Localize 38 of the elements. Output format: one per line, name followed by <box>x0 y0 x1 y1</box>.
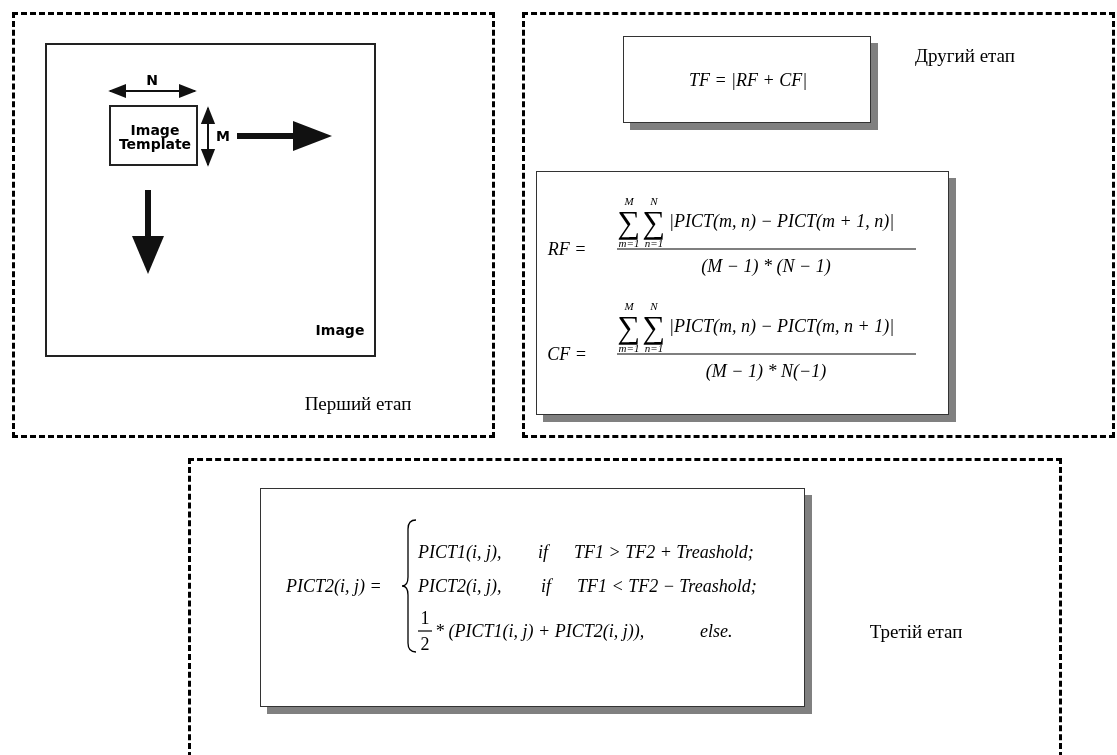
dashed-panel <box>188 458 1062 755</box>
sum-symbol: ∑ <box>642 311 666 343</box>
formula-term: PICT2(i, j), <box>418 577 502 595</box>
formula-term: |PICT(m, n) − PICT(m, n + 1)| <box>669 317 895 335</box>
formula-term: PICT1(i, j), <box>418 543 502 561</box>
formula-term: (M − 1) * (N − 1) <box>701 257 831 275</box>
formula-term: TF1 < TF2 − Treashold; <box>577 577 757 595</box>
formula-term: (M − 1) * N(−1) <box>705 362 827 380</box>
formula-term: 2 <box>420 635 430 653</box>
dimension-label: N <box>146 73 158 87</box>
formula-term: TF1 > TF2 + Treashold; <box>574 543 754 561</box>
sum-limit: N <box>650 195 658 207</box>
stage-title: Перший етап <box>304 393 412 413</box>
stage-title: Третій етап <box>869 621 963 641</box>
sum-symbol: ∑ <box>617 311 641 343</box>
formula-term: if <box>541 577 551 595</box>
image-label: Image <box>315 323 365 337</box>
formula-term: * (PICT1(i, j) + PICT2(i, j)), <box>435 622 645 640</box>
sum-symbol: ∑ <box>642 206 666 238</box>
dimension-label: M <box>216 129 230 143</box>
dashed-panel <box>522 12 1115 438</box>
formula-term: if <box>538 543 548 561</box>
formula-term: CF = <box>547 345 587 363</box>
sum-limit: M <box>624 195 634 207</box>
template-label: Image Template <box>117 123 193 151</box>
formula-term: else. <box>700 622 733 640</box>
formula-term: PICT2(i, j) = <box>286 577 382 595</box>
formula-term: 1 <box>420 609 430 627</box>
template-box <box>109 105 198 166</box>
sum-limit: M <box>624 300 634 312</box>
image-frame <box>45 43 376 357</box>
formula-term: RF = <box>547 240 587 258</box>
sum-limit: N <box>650 300 658 312</box>
sum-symbol: ∑ <box>617 206 641 238</box>
stage-title: Другий етап <box>915 45 1015 65</box>
formula-text: TF = |RF + CF| <box>688 71 808 89</box>
formula-term: |PICT(m, n) − PICT(m + 1, n)| <box>669 212 895 230</box>
dashed-panel <box>12 12 495 438</box>
